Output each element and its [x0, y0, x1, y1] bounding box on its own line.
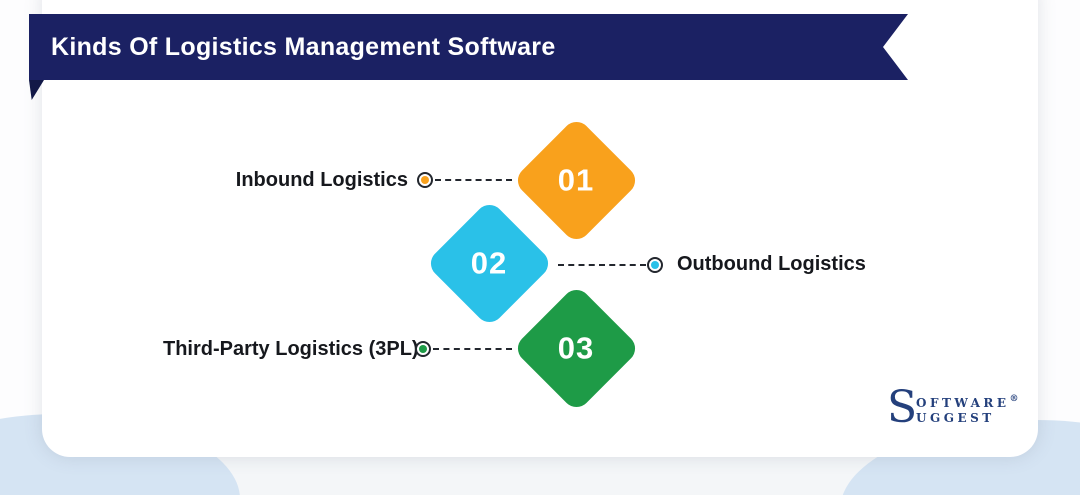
label-inbound-logistics: Inbound Logistics [235, 169, 408, 191]
label-third-party-logistics: Third-Party Logistics (3PL) [163, 338, 419, 360]
diamond-01: 01 [512, 116, 641, 245]
diamond-03: 03 [512, 284, 641, 413]
connector-dot-outbound [647, 257, 663, 273]
diamond-01-number: 01 [558, 162, 595, 198]
registered-mark: ® [1009, 394, 1019, 404]
connector-dot-3pl [415, 341, 431, 357]
logo-line1-text: OFTWARE [916, 396, 1010, 410]
logo-line1: OFTWARE® [916, 394, 1019, 410]
connector-dot-outbound-fill [651, 261, 659, 269]
logo-initial: S [887, 382, 918, 433]
connector-dot-3pl-fill [419, 345, 427, 353]
connector-dash-outbound [558, 264, 646, 266]
diamond-02: 02 [425, 199, 554, 328]
label-outbound-logistics: Outbound Logistics [677, 253, 866, 275]
logo-line2: UGGEST [916, 411, 995, 425]
connector-dot-inbound-fill [421, 176, 429, 184]
page-title: Kinds Of Logistics Management Software [51, 32, 556, 61]
content-card: Kinds Of Logistics Management Software I… [29, 0, 1038, 457]
softwaresuggest-logo: S OFTWARE® UGGEST [887, 386, 1067, 446]
ribbon-fold [29, 80, 44, 100]
connector-dot-inbound [417, 172, 433, 188]
diamond-02-number: 02 [471, 245, 508, 281]
title-ribbon: Kinds Of Logistics Management Software [29, 14, 908, 80]
connector-dash-3pl [433, 348, 512, 350]
connector-dash-inbound [435, 179, 512, 181]
diamond-03-number: 03 [558, 330, 595, 366]
